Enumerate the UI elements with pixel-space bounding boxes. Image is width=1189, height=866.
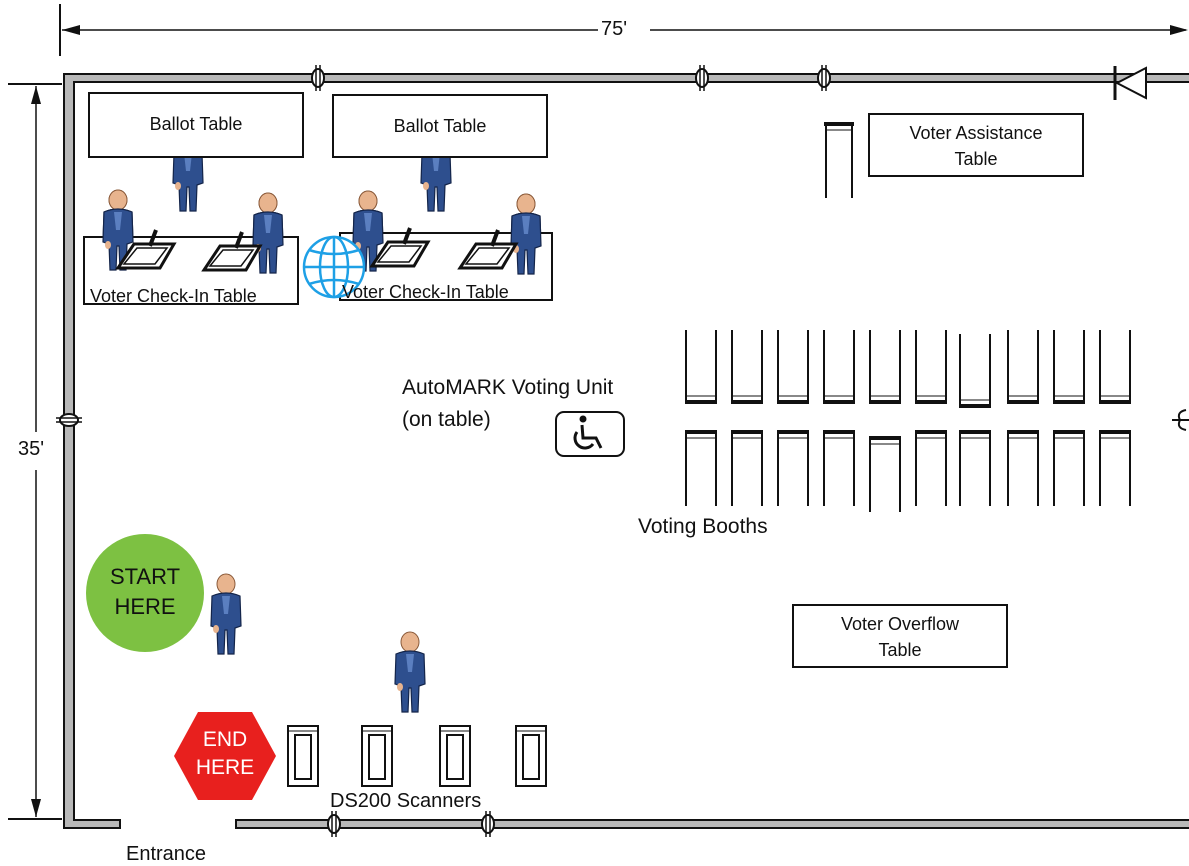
overflow-table-line2: Table [878, 640, 922, 660]
automark-label: AutoMARK Voting Unit [402, 376, 614, 399]
checkin-table-label: Voter Check-In Table [342, 282, 509, 302]
entrance-label: Entrance [126, 843, 207, 865]
assistance-table-line2: Table [954, 149, 998, 169]
automark-sublabel: (on table) [402, 408, 491, 431]
height-dimension-label: 35' [18, 438, 45, 461]
scanners-label: DS200 Scanners [330, 790, 482, 812]
assistance-table-line1: Voter Assistance [909, 123, 1043, 143]
width-dimension-label: 75' [600, 18, 629, 41]
greeter-person-icon [210, 573, 242, 655]
voting-booths [684, 328, 1132, 514]
start-label-line1: START [109, 564, 181, 589]
ds200-scanner-icons [287, 725, 547, 787]
voter-assistance-table: Voter Assistance Table [868, 113, 1084, 177]
voter-overflow-table: Voter Overflow Table [792, 604, 1008, 668]
end-label-line1: END [202, 728, 248, 751]
height-dimension [8, 83, 62, 820]
voting-booths-label: Voting Booths [638, 515, 768, 538]
width-dimension [59, 4, 1188, 56]
overflow-table-line1: Voter Overflow [840, 614, 960, 634]
walls [63, 73, 1189, 829]
ballot-table-label: Ballot Table [149, 114, 243, 134]
end-label-line2: HERE [195, 756, 255, 779]
start-label-line2: HERE [114, 594, 176, 619]
assistance-booth-icon [824, 122, 854, 198]
wheelchair-icon [555, 411, 625, 457]
start-here-circle [86, 534, 204, 652]
ballot-table-1: Ballot Table [88, 92, 304, 158]
ballot-table-2: Ballot Table [332, 94, 548, 158]
globe-icon [302, 235, 366, 299]
checkin-table-label: Voter Check-In Table [90, 286, 257, 306]
scanner-attendant-person-icon [394, 631, 426, 713]
outlet-icon [55, 64, 1189, 838]
door-icon [1113, 66, 1147, 100]
ballot-table-label: Ballot Table [393, 116, 487, 136]
end-here-octagon [174, 712, 276, 800]
